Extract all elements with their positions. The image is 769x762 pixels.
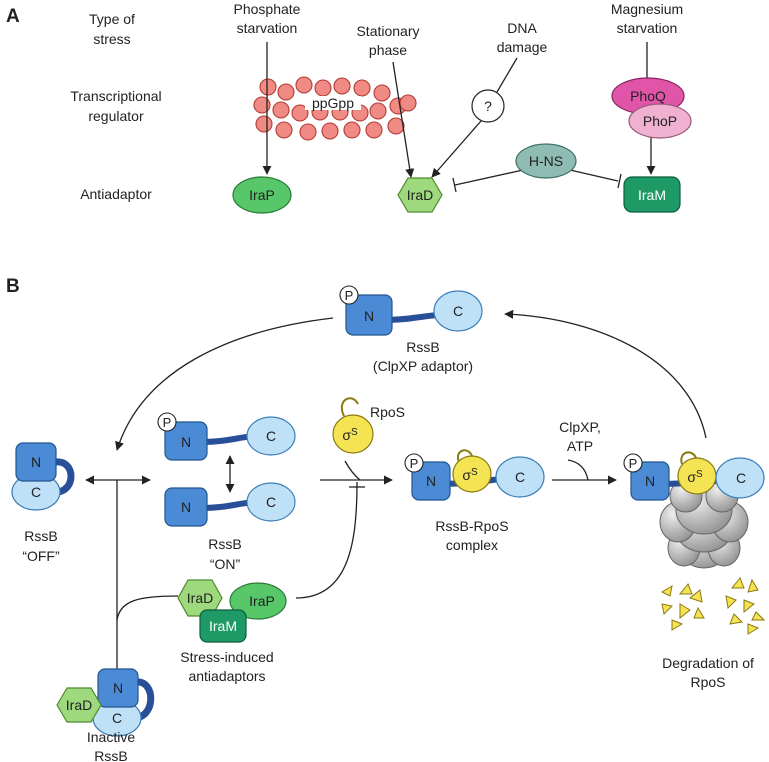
rssb-on-n: N <box>181 499 191 515</box>
inactive-n: N <box>113 680 123 696</box>
antiadaptor-label-2: antiadaptors <box>188 668 265 684</box>
phoq-label: PhoQ <box>630 88 666 104</box>
inactive-irad: IraD <box>66 697 92 713</box>
irap-label-a: IraP <box>249 187 275 203</box>
unknown-regulator-label: ? <box>484 98 492 114</box>
iram-label-a: IraM <box>638 187 666 203</box>
rssb-on-phos-n: N <box>181 434 191 450</box>
row-label-transcriptional: Transcriptional <box>70 88 161 104</box>
hns-repression-iram-bar <box>617 173 622 189</box>
stress-dna-2: damage <box>497 39 548 55</box>
irap-ellipse-a <box>232 176 292 214</box>
antiadaptor-irap: IraP <box>249 593 275 609</box>
row-label-stress: stress <box>93 31 130 47</box>
rssb-on-phos <box>157 412 296 461</box>
rssb-top-p: P <box>345 288 354 303</box>
irad-hexagon-a <box>397 177 443 213</box>
panel-a-letter: A <box>6 6 20 27</box>
hns-repression-iram <box>569 169 619 182</box>
rpos-label: RpoS <box>370 404 405 420</box>
rpos-sigma: σS <box>342 427 358 443</box>
rpos-free <box>332 397 374 454</box>
degradation-label-1: Degradation of <box>662 655 754 671</box>
rssb-top <box>339 285 483 336</box>
clpxp-protease <box>659 479 749 569</box>
stress-magnesium-1: Magnesium <box>611 1 683 17</box>
row-label-antiadaptor: Antiadaptor <box>80 186 152 202</box>
arrow-top-to-off <box>115 317 334 451</box>
phop-label: PhoP <box>643 113 677 129</box>
rssb-off-label-1: RssB <box>24 528 57 544</box>
rssb-top-label-1: RssB <box>406 339 439 355</box>
degradation-label-2: RpoS <box>690 674 725 690</box>
antiadaptor-iram: IraM <box>209 618 237 634</box>
line-rpos-join <box>344 460 361 481</box>
rssb-on-label-1: RssB <box>208 536 241 552</box>
hns-label: H-NS <box>529 153 563 169</box>
clpxp-label-2: ATP <box>567 438 593 454</box>
degrading-c: C <box>736 470 746 486</box>
stress-dna-1: DNA <box>507 20 537 36</box>
unknown-regulator-circle <box>471 89 505 123</box>
rssb-on <box>164 482 296 527</box>
antiadaptor-label-1: Stress-induced <box>180 649 273 665</box>
panel-b-letter: B <box>6 276 20 297</box>
rssb-top-n: N <box>364 308 374 324</box>
hns-repression-irad-bar <box>452 177 457 193</box>
complex-sigma: σS <box>462 467 478 483</box>
rssb-off-c: C <box>31 484 41 500</box>
stress-phosphate-2: starvation <box>237 20 298 36</box>
row-label-regulator: regulator <box>88 108 144 124</box>
complex-n: N <box>426 473 436 489</box>
rssb-top-c: C <box>453 303 463 319</box>
rssb-top-label-2: (ClpXP adaptor) <box>373 358 473 374</box>
inactive-rssb <box>56 668 155 737</box>
row-label-type: Type of <box>89 11 135 27</box>
arrow-stationary-to-irad <box>392 61 415 178</box>
hns-repression-irad <box>454 169 524 186</box>
stress-magnesium-2: starvation <box>617 20 678 36</box>
stress-phosphate-1: Phosphate <box>234 1 301 17</box>
degrading-n: N <box>645 473 655 489</box>
stress-stationary-2: phase <box>369 42 407 58</box>
rssb-off <box>11 442 75 511</box>
rssb-rpos-complex <box>404 449 545 501</box>
inactive-c: C <box>112 710 122 726</box>
line-dna-to-unknown <box>496 57 518 93</box>
complex-label-2: complex <box>446 537 498 553</box>
irad-label-a: IraD <box>407 187 433 203</box>
inactive-label-1: Inactive <box>87 729 135 745</box>
line-clpxp-join <box>567 459 589 481</box>
phop-ellipse <box>628 103 692 139</box>
arrow-unknown-to-irad <box>431 120 482 178</box>
rssb-on-phos-c: C <box>266 428 276 444</box>
clpxp-label-1: ClpXP, <box>559 419 601 435</box>
degrading-sigma: σS <box>687 469 703 485</box>
line-antiadaptors-join <box>116 595 179 621</box>
degrading-p: P <box>629 456 638 471</box>
line-antiadaptor-inhibit <box>295 481 358 599</box>
degraded-rpos-fragments <box>660 577 766 635</box>
antiadaptor-cluster <box>177 579 287 643</box>
rssb-on-phos-p: P <box>163 415 172 430</box>
iram-box-a <box>623 176 681 213</box>
degrading-complex <box>623 451 765 501</box>
rssb-on-label-2: “ON” <box>210 556 241 572</box>
arrow-degradation-to-top <box>504 309 707 439</box>
ppgpp-label-bg <box>305 96 361 110</box>
ppgpp-label: ppGpp <box>312 95 354 111</box>
complex-label-1: RssB-RpoS <box>435 518 508 534</box>
stress-stationary-1: Stationary <box>356 23 419 39</box>
inactive-label-2: RssB <box>94 748 127 762</box>
hns-ellipse <box>515 143 577 179</box>
complex-p: P <box>410 456 419 471</box>
complex-c: C <box>515 469 525 485</box>
rssb-off-label-2: “OFF” <box>22 548 60 564</box>
antiadaptor-irad: IraD <box>187 590 213 606</box>
rssb-on-c: C <box>266 494 276 510</box>
rssb-off-n: N <box>31 454 41 470</box>
